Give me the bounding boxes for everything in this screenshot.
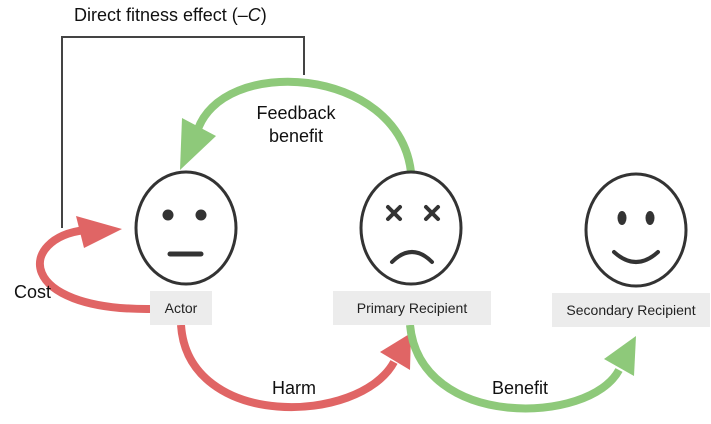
secondary-recipient-label-box: Secondary Recipient [552,293,710,327]
title-italic-c: C [247,5,261,25]
sad-x-eyes-face-icon [359,170,463,286]
direct-fitness-title: Direct fitness effect (–C) [74,5,267,26]
title-suffix: ) [260,5,267,25]
direct-fitness-bracket [61,36,305,228]
harm-arrow [177,324,411,411]
neutral-face-icon [134,170,238,286]
feedback-line-1: Feedback [256,103,336,123]
feedback-benefit-label: Feedback benefit [236,102,356,148]
benefit-arrow [406,324,636,413]
harm-label: Harm [272,378,316,398]
smiling-face-icon [584,172,688,288]
actor-label-box: Actor [150,291,212,325]
cost-label: Cost [14,282,52,302]
title-prefix: Direct fitness effect (– [74,5,248,25]
benefit-label: Benefit [492,378,549,398]
feedback-arrow [180,77,415,173]
feedback-line-2: benefit [268,126,324,146]
cost-arrow [35,216,151,314]
primary-recipient-label-box: Primary Recipient [333,291,491,325]
